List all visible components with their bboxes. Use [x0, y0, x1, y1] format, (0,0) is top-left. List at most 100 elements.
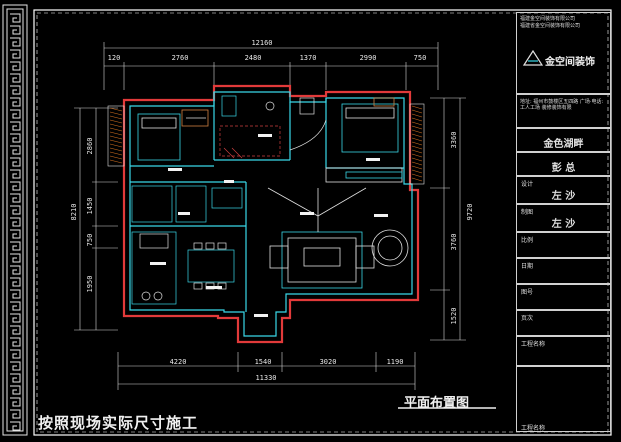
frieze-segment	[10, 313, 21, 323]
hatch-line	[109, 151, 123, 156]
frieze-segment	[10, 337, 21, 347]
dim-top-total: 12160	[251, 39, 272, 47]
dim-bottom-seg-3: 1190	[387, 358, 404, 366]
frieze-segment	[10, 73, 21, 83]
designer-name: 左 沙	[551, 191, 576, 202]
frieze-segment	[10, 61, 21, 71]
hatch-line	[411, 137, 423, 142]
hatch-line	[411, 113, 423, 118]
frieze-segment	[10, 145, 21, 155]
dim-top-seg-0: 120	[108, 54, 121, 62]
client-cell: 彭 总	[516, 152, 611, 176]
dim-right-seg-2: 1520	[450, 308, 458, 325]
hatch-line	[411, 125, 423, 130]
date-label: 日期	[521, 263, 534, 270]
hatch-line	[109, 127, 123, 132]
hatch-line	[411, 121, 423, 126]
dim-bottom-seg-0: 4220	[170, 358, 187, 366]
frieze-segment	[10, 349, 21, 359]
hatch-line	[109, 119, 123, 124]
frieze-segment	[10, 37, 21, 47]
hatch-line	[109, 143, 123, 148]
dim-left-seg-1: 1450	[86, 198, 94, 215]
frieze-segment	[10, 217, 21, 227]
hatch-line	[411, 173, 423, 178]
frieze-segment	[10, 409, 21, 419]
frieze-segment	[10, 49, 21, 59]
address-cell: 地址: 福州市鼓楼区五四路 广场·电话: 工人工场 装修装饰有限	[516, 94, 611, 128]
dim-right-seg-0: 3360	[450, 132, 458, 149]
client-name: 彭 总	[551, 163, 576, 174]
frieze-segment	[10, 97, 21, 107]
dim-top-seg-2: 2480	[245, 54, 262, 62]
drawing-no-label: 图号	[521, 289, 534, 296]
dim-left-seg-0: 2860	[86, 138, 94, 155]
balcony-hatch	[107, 103, 425, 185]
walls	[122, 84, 420, 344]
dim-left-seg-2: 750	[86, 234, 94, 247]
plan-title: 平面布置图	[404, 396, 470, 411]
title-block: 福建金空间装饰有限公司 福建省金空间装饰有限公司 金空间装饰 地址: 福州市鼓楼…	[516, 12, 611, 432]
hatch-line	[109, 155, 123, 160]
hatch-line	[109, 139, 123, 144]
hatch-line	[411, 129, 423, 134]
frieze-segment	[10, 253, 21, 263]
frieze-segment	[10, 373, 21, 383]
scale-label: 比例	[521, 237, 534, 244]
hatch-line	[411, 169, 423, 174]
hatch-line	[411, 149, 423, 154]
designer-label: 设计	[521, 181, 534, 188]
frieze-segment	[10, 13, 21, 23]
dim-right-seg-1: 3760	[450, 234, 458, 251]
frieze-segment	[10, 289, 21, 299]
title-block-header: 福建金空间装饰有限公司 福建省金空间装饰有限公司 金空间装饰	[516, 12, 611, 94]
drafter-label: 制图	[521, 209, 534, 216]
date-cell: 日期	[516, 258, 611, 284]
hatch-line	[109, 123, 123, 128]
hatch-line	[109, 131, 123, 136]
dim-top-seg-1: 2760	[172, 54, 189, 62]
frieze-segment	[10, 109, 21, 119]
frieze-segment	[10, 361, 21, 371]
kitchen	[131, 185, 243, 305]
frieze-segment	[10, 229, 21, 239]
company-name-line2: 福建省金空间装饰有限公司	[520, 23, 581, 29]
frieze-segment	[10, 133, 21, 143]
hatch-line	[109, 115, 123, 120]
dim-right-total: 9720	[466, 204, 474, 221]
living-room	[267, 167, 409, 289]
frieze-segment	[10, 121, 21, 131]
hatch-line	[411, 153, 423, 158]
frieze-segment	[10, 265, 21, 275]
dim-bottom-total: 11330	[255, 374, 276, 382]
frieze-segment	[10, 277, 21, 287]
dim-bottom-seg-2: 3020	[320, 358, 337, 366]
dining-chair	[217, 242, 227, 250]
dining-chair	[193, 282, 203, 290]
dim-left-total: 8210	[70, 204, 78, 221]
decorative-border	[2, 4, 28, 436]
hatch-line	[109, 135, 123, 140]
project-title-label: 工程名称	[521, 341, 546, 348]
frieze-segment	[10, 325, 21, 335]
drawing-frame	[33, 9, 612, 436]
drafter-cell: 制图 左 沙	[516, 204, 611, 232]
dimension-lines	[74, 42, 466, 390]
room-label-bars	[150, 134, 388, 317]
dim-top-seg-3: 1370	[300, 54, 317, 62]
company-name-line1: 福建金空间装饰有限公司	[520, 16, 576, 22]
frieze-segment	[10, 241, 21, 251]
bathroom	[219, 95, 327, 159]
hatch-line	[109, 107, 123, 112]
hatch-line	[109, 111, 123, 116]
dim-bottom-seg-1: 1540	[255, 358, 272, 366]
hatch-line	[411, 117, 423, 122]
hatch-line	[411, 145, 423, 150]
hatch-line	[411, 161, 423, 166]
project-cell: 金色湖畔	[516, 128, 611, 152]
address-text: 地址: 福州市鼓楼区五四路 广场·电话: 工人工场 装修装饰有限	[520, 99, 604, 111]
footer-cell: 工程名称	[516, 366, 611, 432]
page-cell: 页次	[516, 310, 611, 336]
frieze-segment	[10, 385, 21, 395]
